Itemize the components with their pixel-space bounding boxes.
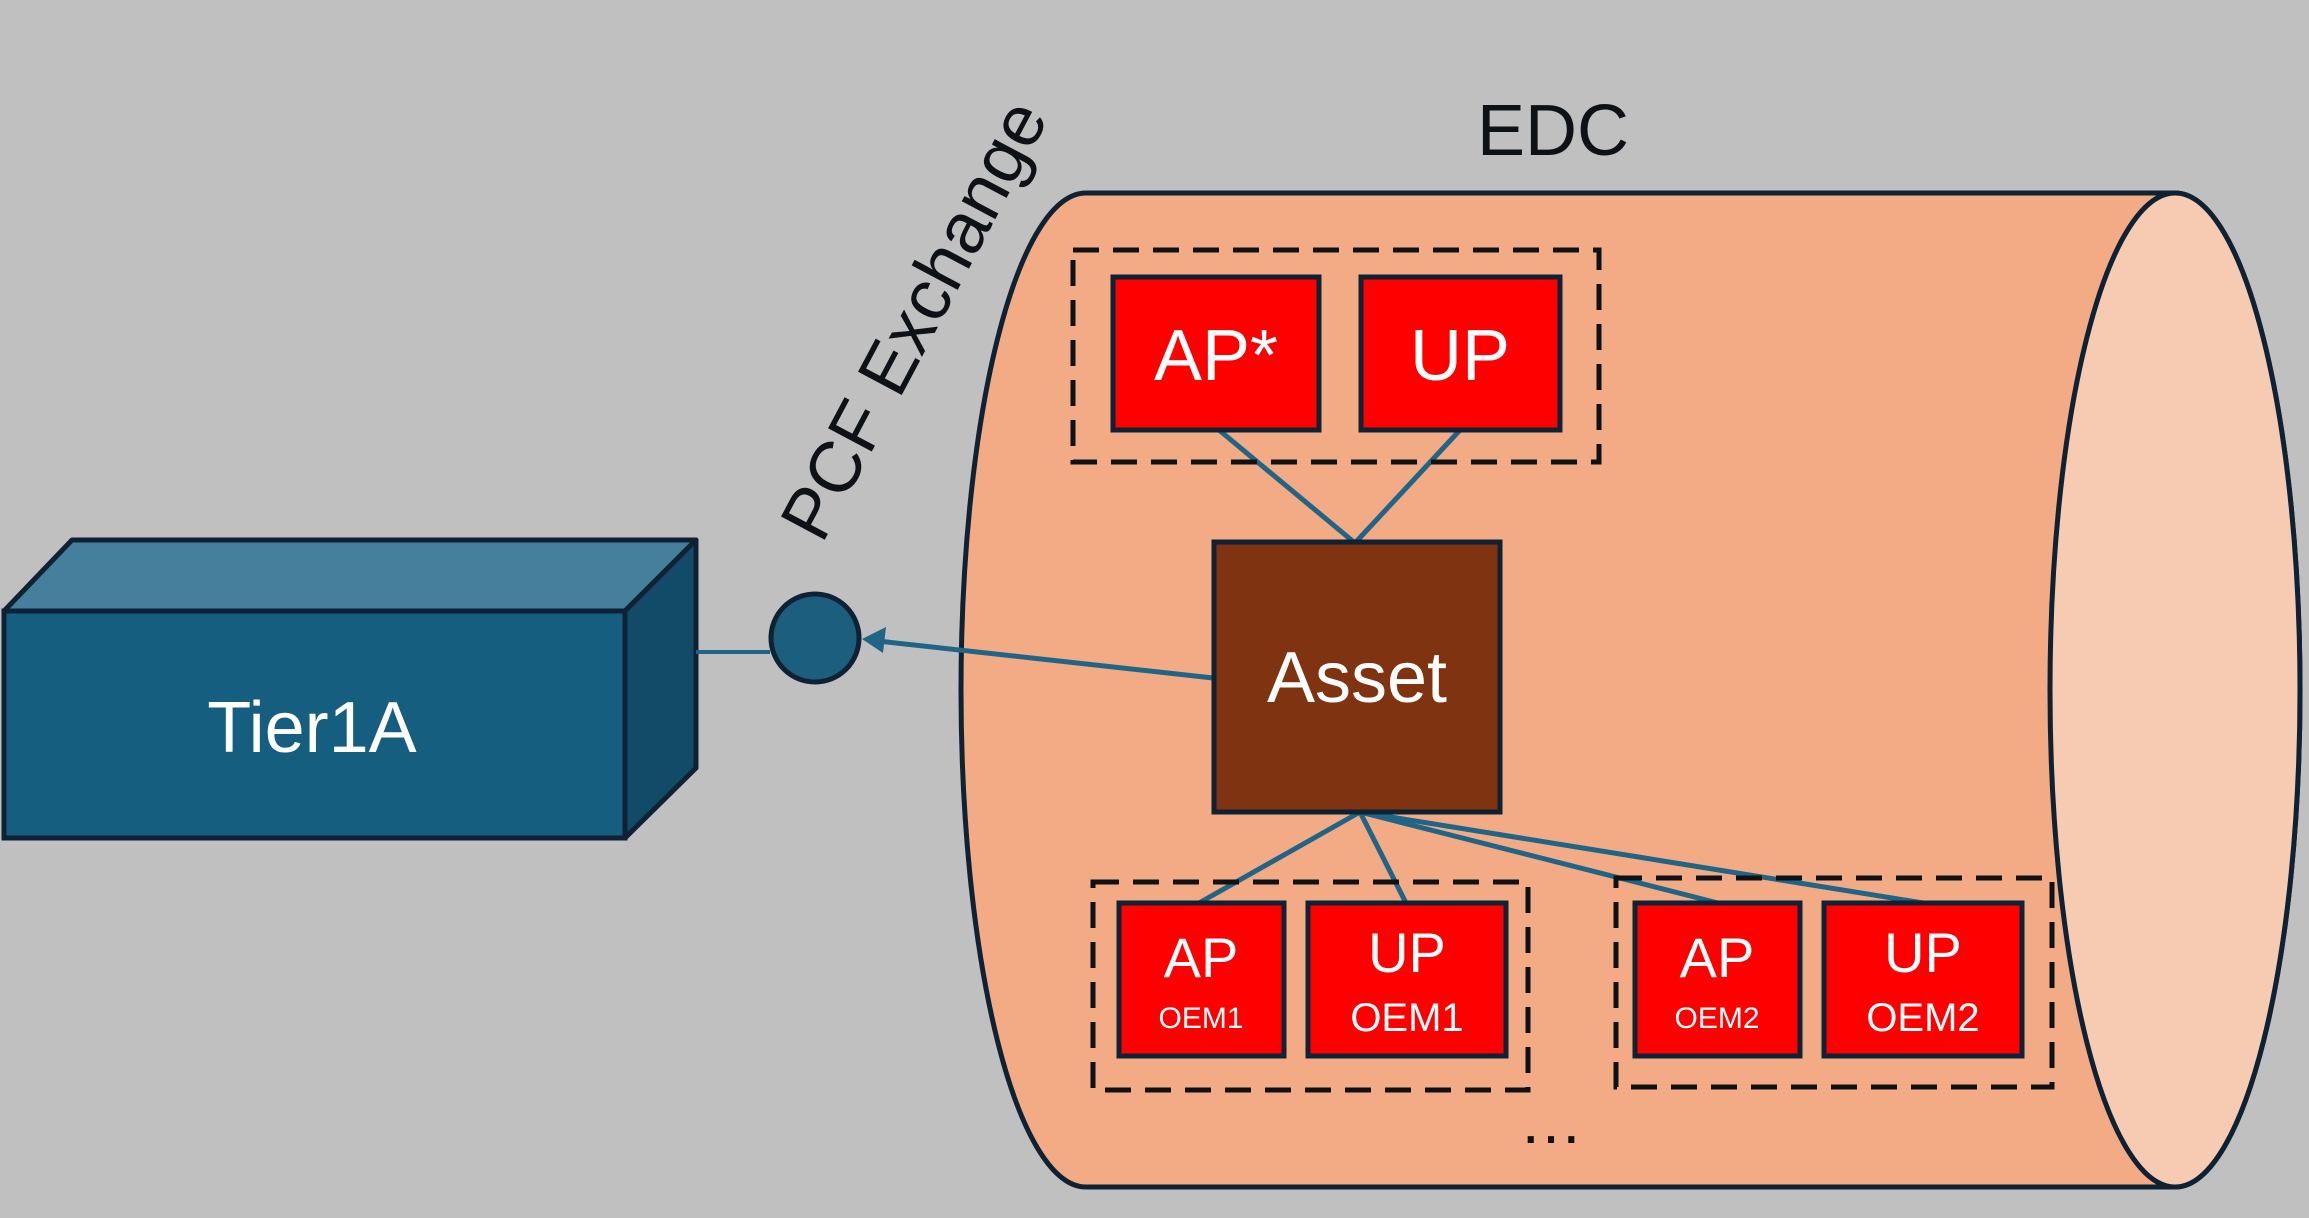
policy-up-oem1[interactable]: UP OEM1 [1305, 900, 1509, 1059]
tier1a-top-face [1, 537, 699, 614]
policy-ap-oem1-box [1116, 900, 1287, 1059]
tier1a-front-face [1, 608, 628, 841]
policy-up-oem2-label: UP [1884, 921, 1962, 984]
policy-ap-star[interactable]: AP* [1110, 274, 1322, 433]
policy-up-oem2-box [1821, 900, 2025, 1059]
tier1a-node[interactable]: Tier1A [1, 537, 699, 841]
policy-ap-oem1-sub: OEM1 [1158, 1002, 1243, 1035]
arrowhead-connector [862, 627, 886, 653]
policy-group-oem2-border [1613, 875, 2055, 1090]
policy-up-oem1-label: UP [1368, 921, 1446, 984]
edc-more-ellipsis: … [1519, 1085, 1583, 1157]
policy-group-oem2: AP OEM2 UP OEM2 [1613, 875, 2055, 1090]
policy-ap-star-label: AP* [1154, 316, 1278, 396]
policy-ap-star-box [1110, 274, 1322, 433]
asset-node[interactable]: Asset [1211, 539, 1503, 815]
policy-ap-oem2[interactable]: AP OEM2 [1632, 900, 1803, 1059]
asset-label: Asset [1267, 638, 1447, 718]
edc-cylinder-end [2047, 190, 2303, 1190]
policy-group-top-border [1070, 247, 1602, 465]
tier1a-label: Tier1A [207, 688, 416, 768]
link-asset-ap-oem1 [1197, 809, 1362, 906]
link-asset-connector [877, 638, 1214, 681]
policy-group-oem1-border [1090, 879, 1531, 1093]
edc-label: EDC [1477, 91, 1629, 171]
policy-up-oem2[interactable]: UP OEM2 [1821, 900, 2025, 1059]
policy-group-top: AP* UP [1070, 247, 1602, 465]
policy-group-oem1: AP OEM1 UP OEM1 [1090, 879, 1531, 1093]
link-asset-up-oem2 [1359, 809, 1924, 906]
policy-up-box [1358, 274, 1563, 433]
asset-box [1211, 539, 1503, 815]
link-asset-ap-oem2 [1359, 809, 1719, 906]
pcf-exchange-port[interactable] [768, 591, 862, 685]
connection-lines [862, 428, 1924, 906]
policy-ap-oem2-box [1632, 900, 1803, 1059]
policy-up-label: UP [1410, 316, 1510, 396]
policy-up[interactable]: UP [1358, 274, 1563, 433]
policy-ap-oem1-label: AP [1164, 926, 1239, 989]
policy-ap-oem1[interactable]: AP OEM1 [1116, 900, 1287, 1059]
link-up-asset [1353, 428, 1462, 545]
policy-up-oem1-sub: OEM1 [1350, 996, 1463, 1040]
policy-ap-oem2-label: AP [1680, 926, 1755, 989]
policy-up-oem2-sub: OEM2 [1866, 996, 1979, 1040]
link-asset-up-oem1 [1357, 810, 1409, 905]
policy-ap-oem2-sub: OEM2 [1674, 1002, 1759, 1035]
link-ap-star-asset [1217, 428, 1357, 545]
policy-up-oem1-box [1305, 900, 1509, 1059]
